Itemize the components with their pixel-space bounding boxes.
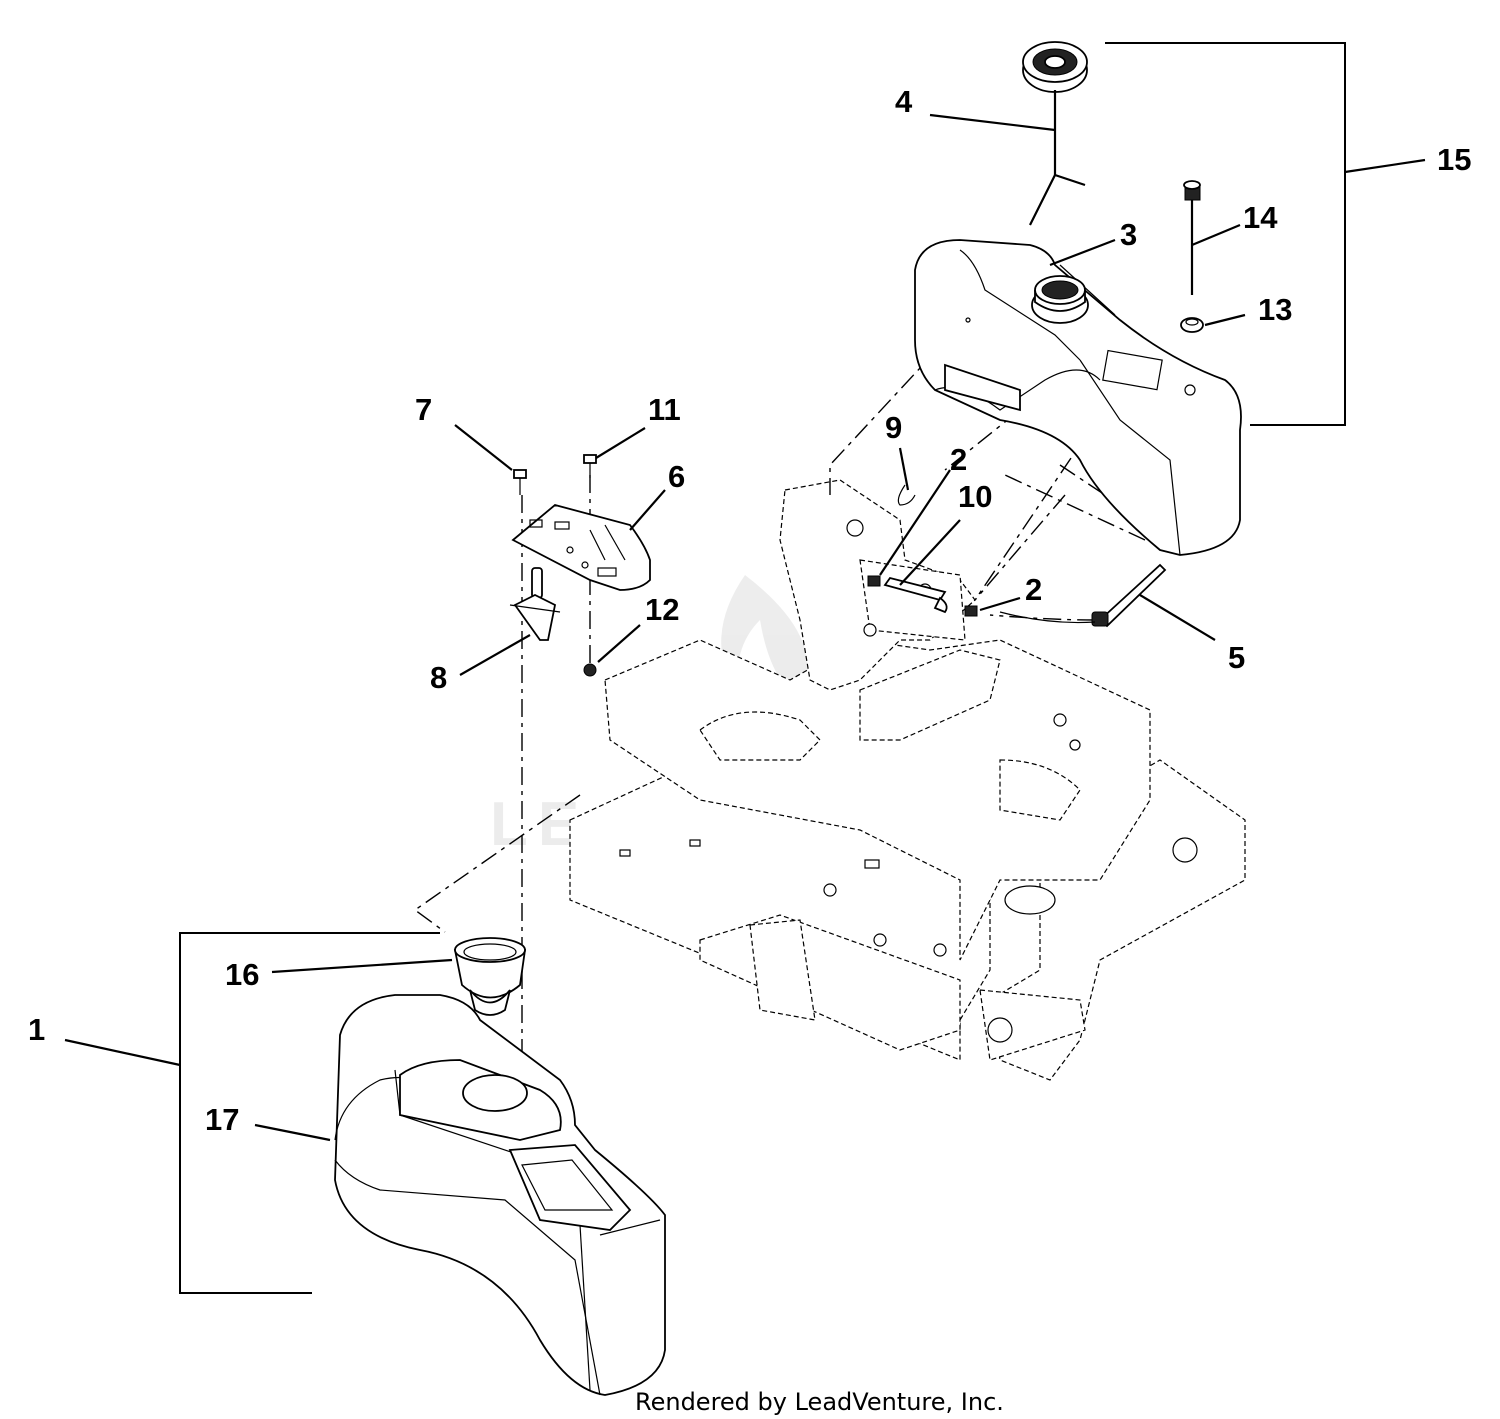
callout-14: 14: [1243, 200, 1278, 235]
callout-13: 13: [1258, 292, 1292, 327]
callout-3: 3: [1120, 217, 1137, 252]
callout-15: 15: [1437, 142, 1471, 177]
callouts: 1 2 2 3 4 5 6 7 8 9 10 11 12 13 14 15 16…: [28, 84, 1471, 1137]
callout-4: 4: [895, 84, 913, 119]
callout-16: 16: [225, 957, 259, 992]
callout-9: 9: [885, 410, 902, 445]
callout-8: 8: [430, 660, 447, 695]
callout-11: 11: [648, 392, 681, 427]
mounting-plate: [511, 504, 651, 591]
fuel-tank-left: [334, 994, 666, 1396]
bolt-7: [513, 469, 527, 495]
leader-lines: [64, 113, 1426, 1142]
footer-credit: Rendered by LeadVenture, Inc.: [635, 1388, 1004, 1416]
callout-12: 12: [645, 592, 679, 627]
callout-10: 10: [958, 479, 992, 514]
bracket-1: [179, 932, 440, 1294]
fuel-line: [999, 563, 1167, 628]
fuel-tank-right: [914, 239, 1242, 556]
nut-12: [583, 663, 597, 677]
fuel-cap: [1022, 41, 1088, 226]
callout-6: 6: [668, 459, 685, 494]
bolt-11: [583, 454, 597, 478]
fuel-vent: [1180, 180, 1204, 333]
chassis-frame: [569, 479, 1246, 1081]
callout-7: 7: [415, 392, 432, 427]
callout-2-lower: 2: [1025, 572, 1042, 607]
callout-1: 1: [28, 1012, 45, 1047]
fuel-neck: [453, 937, 527, 1016]
callout-17: 17: [205, 1102, 239, 1137]
bracket-15: [1105, 42, 1346, 426]
lever-8: [509, 567, 561, 641]
callout-5: 5: [1228, 640, 1245, 675]
callout-2-upper: 2: [950, 442, 967, 477]
